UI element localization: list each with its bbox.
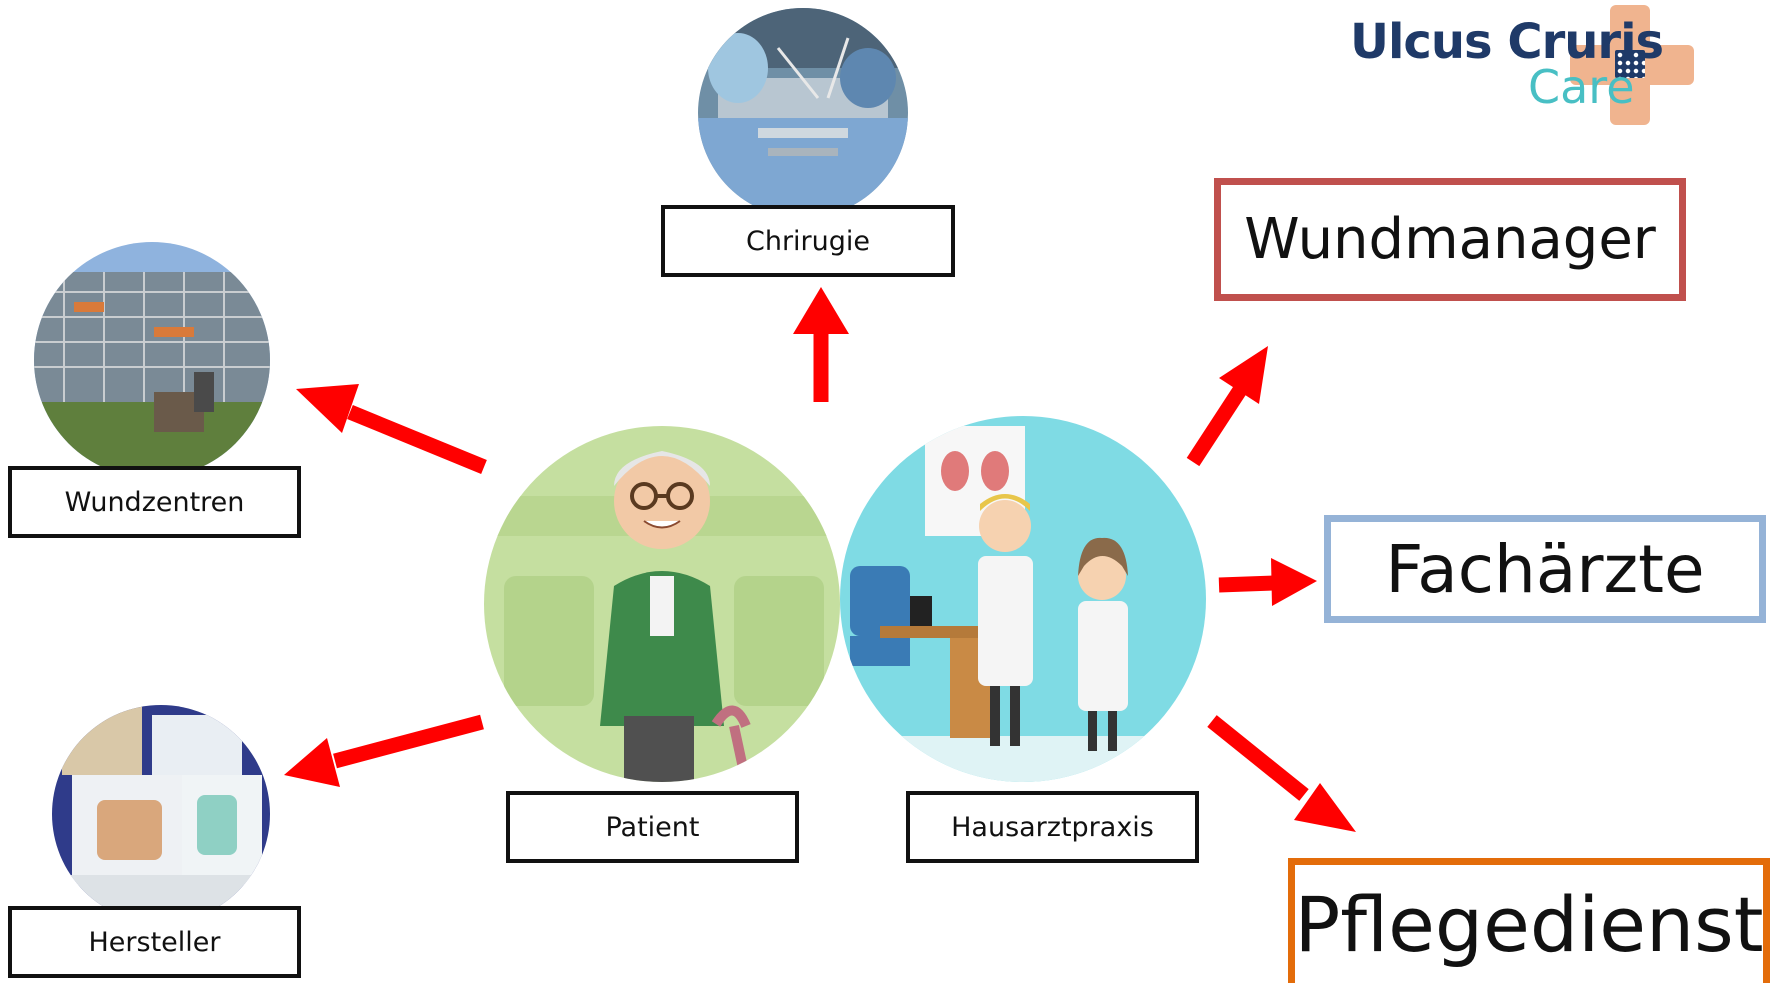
logo-title: Ulcus Cruris — [1350, 14, 1664, 70]
box-wundmanager: Wundmanager — [1214, 178, 1686, 301]
arrow-to-hersteller — [333, 714, 484, 769]
arrow-head-wundmanager — [1219, 346, 1268, 404]
arrow-head-pflegedienst — [1294, 783, 1356, 832]
arrow-to-pflegedienst — [1207, 715, 1309, 801]
building-photo — [34, 242, 270, 478]
arrow-head-hersteller — [284, 738, 340, 787]
box-fachaerzte: Fachärzte — [1324, 515, 1766, 623]
dressings-photo — [52, 705, 270, 923]
brand-logo: Ulcus Cruris Care — [1350, 0, 1750, 140]
box-pflegedienst: Pflegedienst — [1288, 858, 1770, 983]
arrow-head-wundzentren — [296, 384, 359, 433]
arrow-to-wundmanager — [1186, 385, 1247, 467]
arrow-head-fachaerzte — [1271, 558, 1317, 606]
label-hersteller: Hersteller — [8, 906, 301, 978]
arrow-head-chirurgie — [793, 287, 849, 334]
doctors-illustration — [840, 416, 1206, 782]
label-patient: Patient — [506, 791, 799, 863]
arrow-to-wundzentren — [347, 405, 487, 474]
plaster-pad-icon — [1615, 50, 1645, 78]
logo-subtitle: Care — [1528, 60, 1635, 114]
arrow-to-fachaerzte — [1218, 575, 1276, 593]
label-wundzentren: Wundzentren — [8, 466, 301, 538]
elderly-woman-illustration — [484, 426, 840, 782]
surgery-photo — [698, 8, 908, 218]
label-chirurgie: Chrirugie — [661, 205, 955, 277]
label-hausarztpraxis: Hausarztpraxis — [906, 791, 1199, 863]
